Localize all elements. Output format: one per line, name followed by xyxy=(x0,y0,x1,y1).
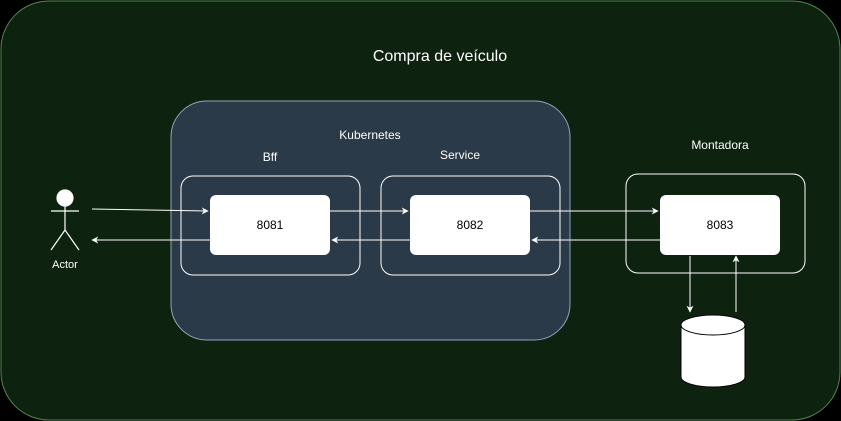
actor-icon[interactable] xyxy=(50,189,80,251)
montadora-node[interactable] xyxy=(660,195,780,255)
montadora-port: 8083 xyxy=(707,218,734,232)
service-container[interactable] xyxy=(380,175,561,276)
service-node[interactable] xyxy=(410,195,530,255)
diagram-title: Compra de veículo xyxy=(373,48,507,65)
service-port: 8082 xyxy=(457,218,484,232)
bff-port: 8081 xyxy=(257,218,284,232)
database-icon[interactable] xyxy=(680,314,746,388)
arrow-actor-to-bff[interactable] xyxy=(91,207,209,215)
bff-node[interactable] xyxy=(210,195,330,255)
connections xyxy=(91,207,740,313)
bff-label: Bff xyxy=(263,150,278,164)
bff-container[interactable] xyxy=(180,175,361,276)
actor-label: Actor xyxy=(52,259,78,271)
montadora-container[interactable] xyxy=(625,173,806,274)
kubernetes-label: Kubernetes xyxy=(339,128,400,142)
montadora-label: Montadora xyxy=(691,138,749,152)
kubernetes-cluster[interactable] xyxy=(170,100,571,341)
service-label: Service xyxy=(440,148,480,162)
